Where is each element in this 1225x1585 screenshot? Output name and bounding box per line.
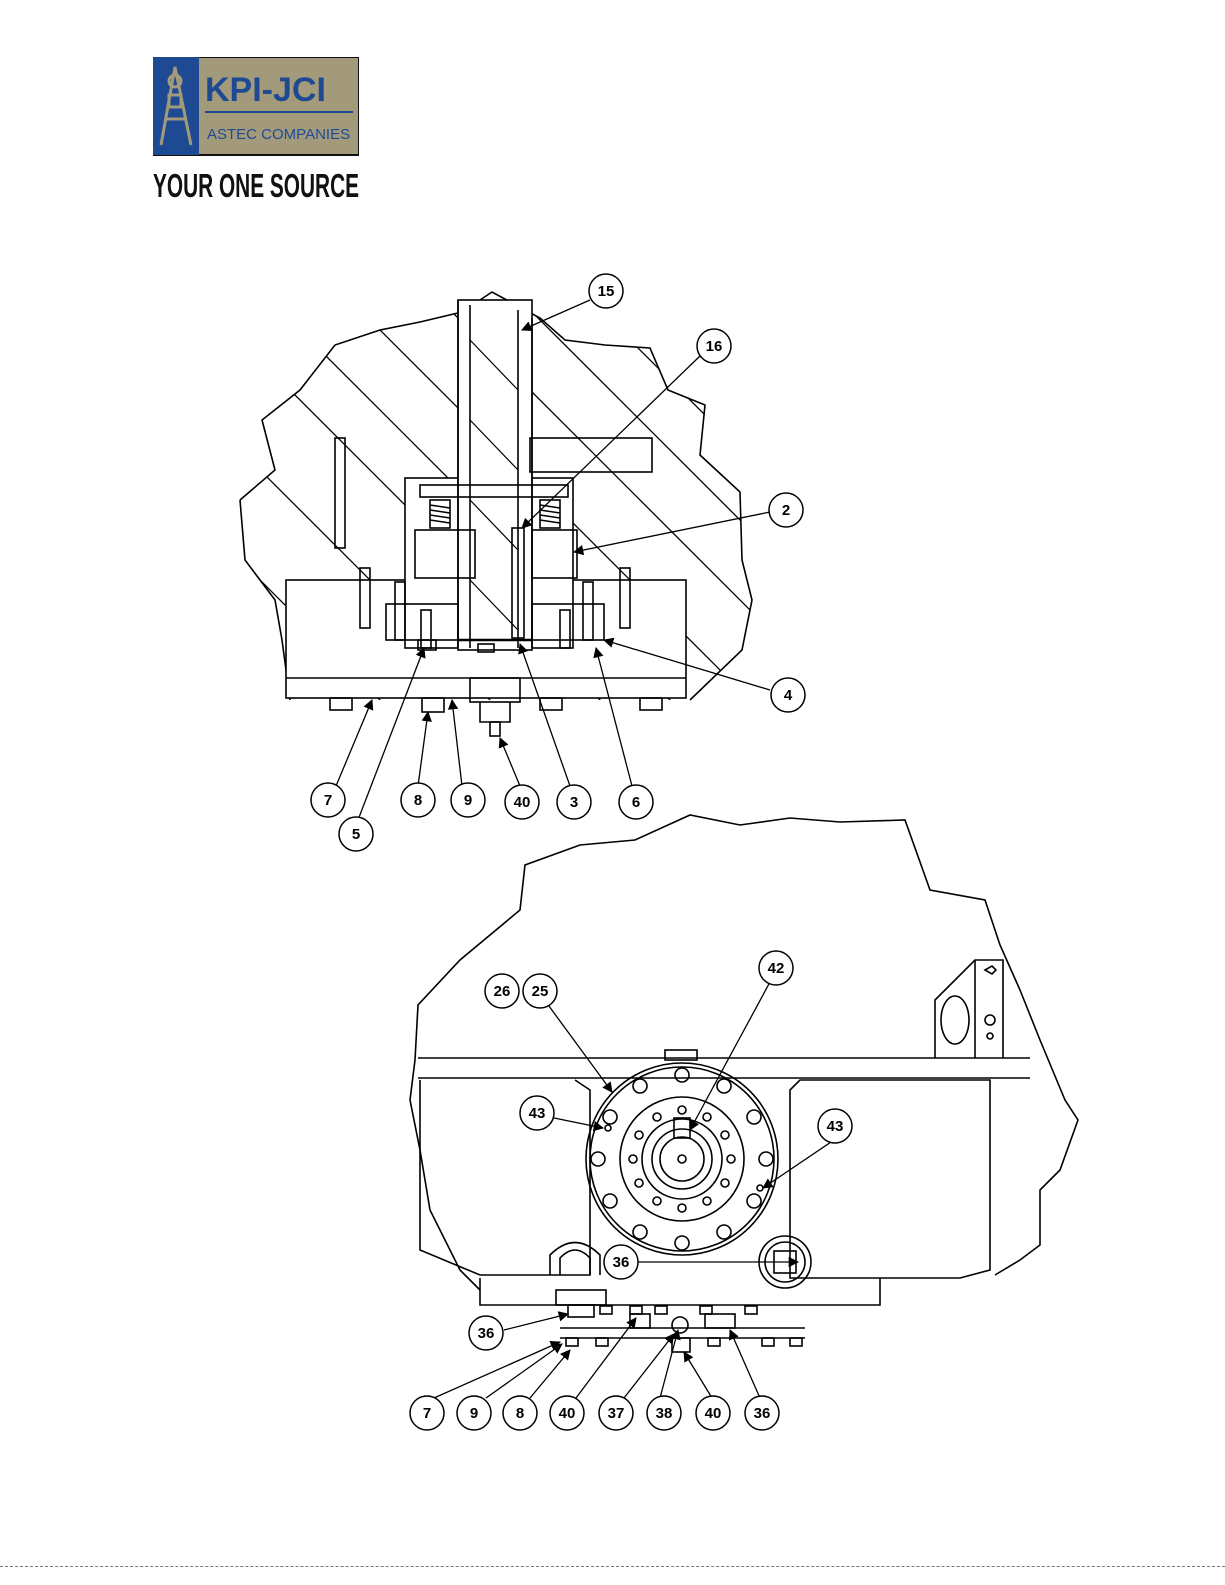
callout-3: 3 [557, 785, 591, 819]
svg-text:5: 5 [352, 826, 360, 843]
callout-40: 40 [505, 785, 539, 819]
svg-text:7: 7 [324, 792, 332, 809]
svg-text:7: 7 [423, 1405, 431, 1422]
svg-text:36: 36 [478, 1325, 495, 1342]
svg-text:37: 37 [608, 1405, 625, 1422]
svg-text:43: 43 [827, 1118, 844, 1135]
callout-40-bottom-left: 40 [550, 1396, 584, 1430]
svg-text:40: 40 [559, 1405, 576, 1422]
leader-lines [336, 300, 834, 1398]
callout-36-plug: 36 [604, 1245, 638, 1279]
callout-5: 5 [339, 817, 373, 851]
svg-text:3: 3 [570, 794, 578, 811]
callout-7: 7 [311, 783, 345, 817]
end-view-callouts: 42 26 25 43 43 36 36 7 9 8 40 37 38 40 3… [410, 951, 852, 1430]
callout-6: 6 [619, 785, 653, 819]
svg-text:43: 43 [529, 1105, 546, 1122]
callout-9: 9 [451, 783, 485, 817]
svg-text:40: 40 [514, 794, 531, 811]
svg-text:40: 40 [705, 1405, 722, 1422]
page-bottom-rule [0, 1566, 1225, 1567]
svg-text:36: 36 [613, 1254, 630, 1271]
svg-text:26: 26 [494, 983, 511, 1000]
callout-4: 4 [771, 678, 805, 712]
callout-37: 37 [599, 1396, 633, 1430]
svg-text:25: 25 [532, 983, 549, 1000]
callout-8: 8 [401, 783, 435, 817]
callout-43-right: 43 [818, 1109, 852, 1143]
svg-text:2: 2 [782, 502, 790, 519]
svg-text:6: 6 [632, 794, 640, 811]
callout-9-bottom: 9 [457, 1396, 491, 1430]
svg-text:36: 36 [754, 1405, 771, 1422]
callout-15: 15 [589, 274, 623, 308]
flange-bolts [591, 1068, 773, 1250]
end-view [410, 815, 1078, 1352]
callout-16: 16 [697, 329, 731, 363]
svg-text:8: 8 [516, 1405, 524, 1422]
svg-text:8: 8 [414, 792, 422, 809]
callout-36-side: 36 [469, 1316, 503, 1350]
callout-8-bottom: 8 [503, 1396, 537, 1430]
callout-40-bottom-right: 40 [696, 1396, 730, 1430]
svg-text:38: 38 [656, 1405, 673, 1422]
callout-7-bottom: 7 [410, 1396, 444, 1430]
callout-42: 42 [759, 951, 793, 985]
svg-text:4: 4 [784, 687, 793, 704]
svg-text:9: 9 [464, 792, 472, 809]
callout-38: 38 [647, 1396, 681, 1430]
svg-text:16: 16 [706, 338, 723, 355]
svg-text:15: 15 [598, 283, 615, 300]
svg-text:42: 42 [768, 960, 785, 977]
callout-26: 26 [485, 974, 519, 1008]
callout-43-left: 43 [520, 1096, 554, 1130]
callout-25: 25 [523, 974, 557, 1008]
callout-36-bottom: 36 [745, 1396, 779, 1430]
svg-text:9: 9 [470, 1405, 478, 1422]
callout-2: 2 [769, 493, 803, 527]
